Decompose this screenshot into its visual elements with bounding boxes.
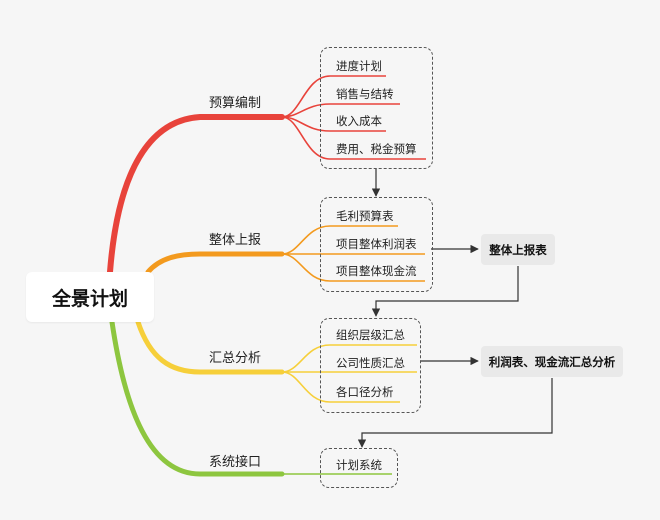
- leaf-report-3[interactable]: 项目整体现金流: [336, 264, 417, 278]
- flow-arrow-summary-to-interface: [357, 378, 553, 448]
- branch-label-budget[interactable]: 预算编制: [209, 96, 262, 111]
- branch-label-report[interactable]: 整体上报: [209, 233, 262, 248]
- group-box-budget: [320, 47, 433, 169]
- group-box-interface: [320, 448, 398, 488]
- group-box-summary: [320, 318, 421, 413]
- leaf-interface-1[interactable]: 计划系统: [336, 458, 382, 472]
- root-node[interactable]: 全景计划: [26, 272, 154, 322]
- branch-line-summary: [135, 319, 285, 375]
- leaf-budget-1[interactable]: 进度计划: [336, 59, 382, 73]
- leaf-report-2[interactable]: 项目整体利润表: [336, 237, 417, 251]
- leaf-report-1[interactable]: 毛利预算表: [336, 209, 394, 223]
- flow-arrow-report-to-summary: [371, 266, 519, 317]
- branch-line-report: [145, 251, 285, 275]
- output-report-table[interactable]: 整体上报表: [481, 234, 555, 265]
- leaf-summary-2[interactable]: 公司性质汇总: [336, 356, 405, 370]
- branch-line-budget: [107, 114, 285, 275]
- leaf-budget-3[interactable]: 收入成本: [336, 114, 382, 128]
- leaf-budget-4[interactable]: 费用、税金预算: [336, 142, 417, 156]
- leaf-budget-2[interactable]: 销售与结转: [336, 87, 394, 101]
- leaf-summary-3[interactable]: 各口径分析: [336, 385, 394, 399]
- output-summary-analysis[interactable]: 利润表、现金流汇总分析: [481, 346, 623, 377]
- group-box-report: [320, 197, 433, 292]
- branch-label-summary[interactable]: 汇总分析: [209, 351, 262, 366]
- branch-label-interface[interactable]: 系统接口: [209, 455, 262, 470]
- leaf-summary-1[interactable]: 组织层级汇总: [336, 328, 405, 342]
- branch-line-interface: [109, 319, 285, 477]
